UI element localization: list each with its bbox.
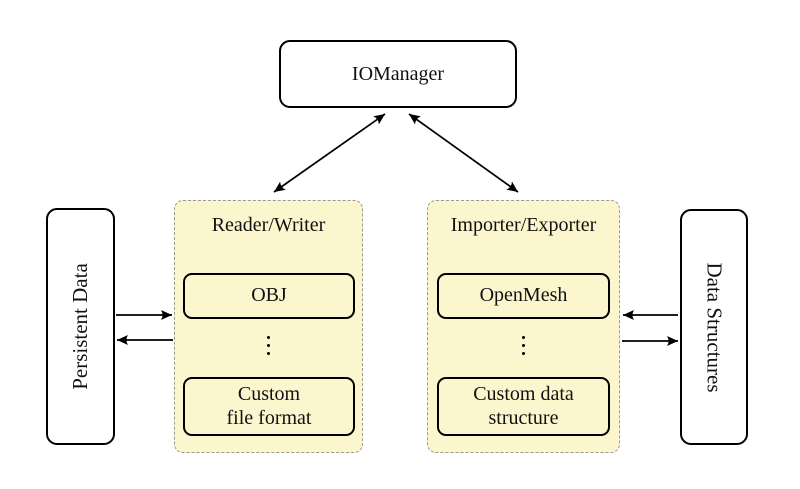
edge-iomanager-readerwriter (273, 113, 386, 193)
item-custom-file-format-line1: Custom (237, 382, 301, 405)
item-openmesh: OpenMesh (437, 273, 610, 319)
item-custom-data-structure-line1: Custom data (473, 382, 574, 405)
item-obj: OBJ (183, 273, 355, 319)
group-reader-writer-title: Reader/Writer (211, 214, 326, 236)
item-custom-file-format-line2: file format (226, 406, 312, 429)
vdots-icon (428, 329, 619, 361)
group-reader-writer: Reader/Writer OBJ Custom file format (174, 200, 363, 453)
item-custom-data-structure-line2: structure (488, 406, 559, 429)
item-custom-data-structure: Custom data structure (437, 377, 610, 436)
node-iomanager: IOManager (279, 40, 517, 108)
node-persistent-data: Persistent Data (46, 208, 115, 445)
edge-iomanager-importerexporter (408, 113, 519, 193)
item-openmesh-label: OpenMesh (479, 284, 568, 307)
vdots-icon (175, 329, 362, 361)
group-importer-exporter: Importer/Exporter OpenMesh Custom data s… (427, 200, 620, 453)
node-iomanager-label: IOManager (351, 62, 445, 85)
node-persistent-data-label: Persistent Data (68, 263, 92, 390)
item-custom-file-format: Custom file format (183, 377, 355, 436)
node-data-structures-label: Data Structures (702, 261, 727, 393)
item-obj-label: OBJ (251, 284, 287, 307)
group-importer-exporter-title: Importer/Exporter (450, 214, 597, 236)
node-data-structures: Data Structures (680, 209, 748, 445)
